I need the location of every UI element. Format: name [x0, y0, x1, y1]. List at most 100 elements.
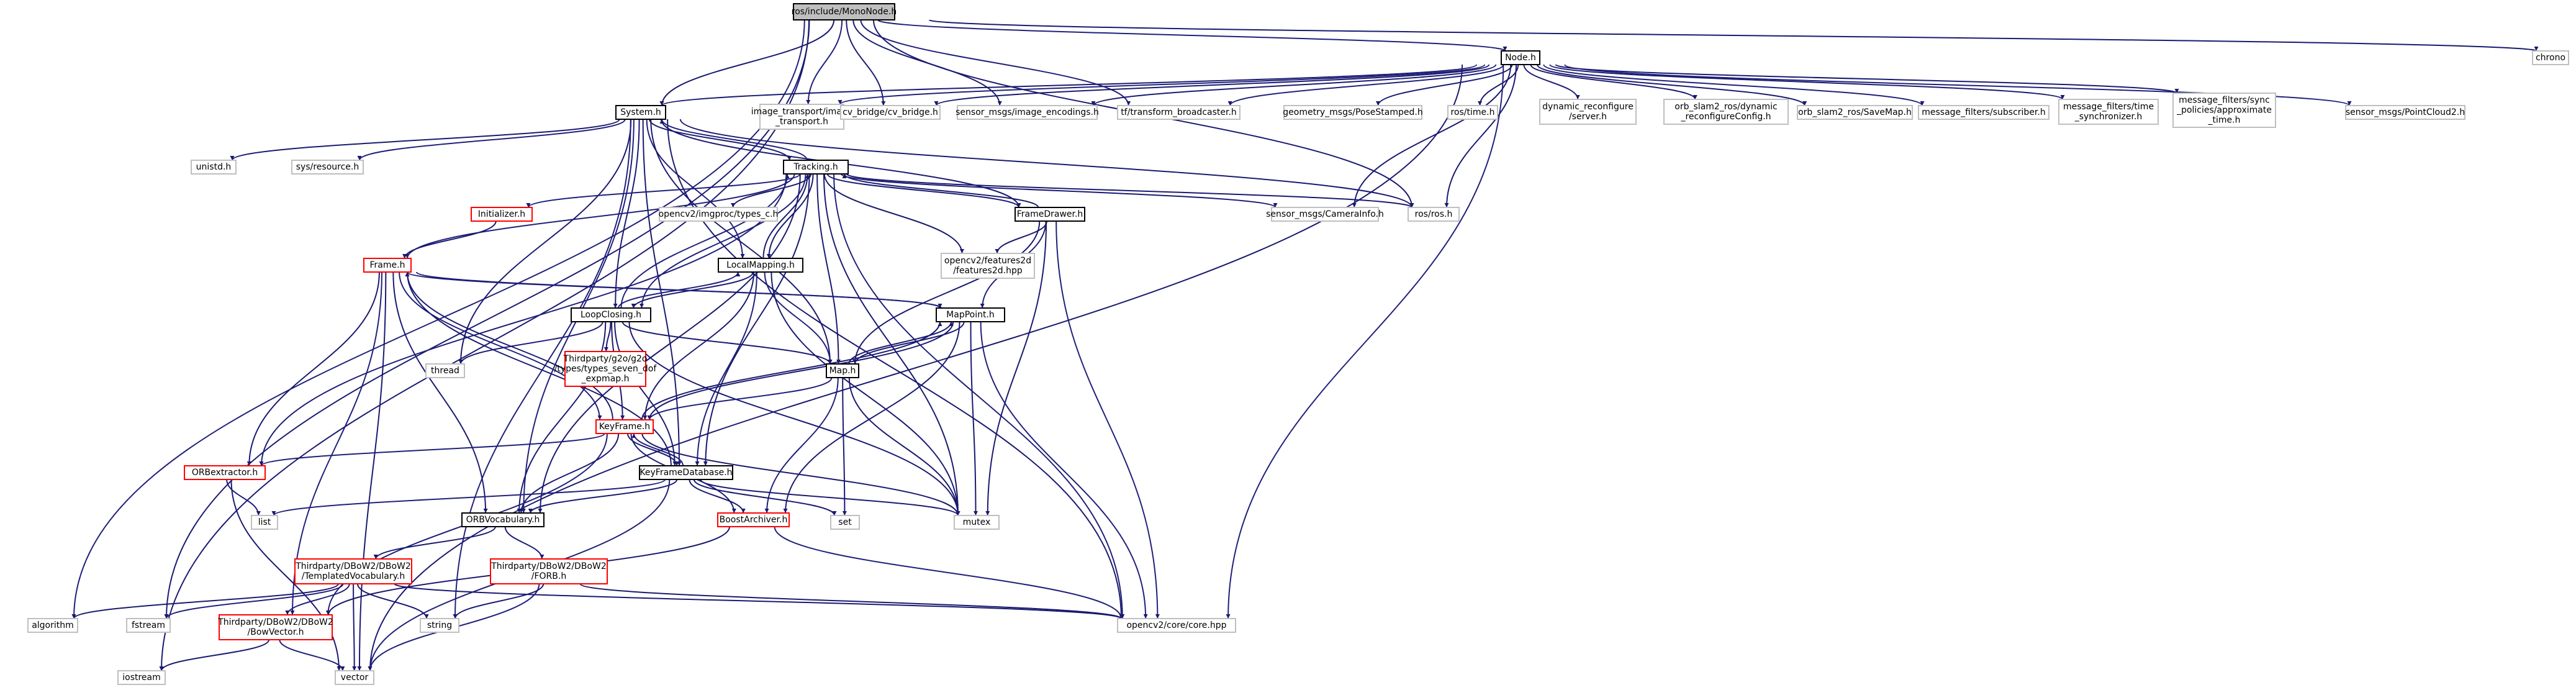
node-tf_bc[interactable]: tf/transform_broadcaster.h — [1117, 105, 1241, 120]
edges-layer — [71, 19, 2538, 671]
node-dynrec[interactable]: dynamic_reconfigure/server.h — [1539, 99, 1637, 125]
node-set[interactable]: set — [830, 515, 860, 530]
node-label: KeyFrame.h — [599, 422, 650, 432]
node-initializer[interactable]: Initializer.h — [471, 207, 533, 222]
node-fstream[interactable]: fstream — [126, 618, 171, 633]
edge-tracking-to-opencvcore — [833, 173, 1125, 619]
node-frame[interactable]: Frame.h — [363, 258, 412, 273]
node-label: sensor_msgs/CameraInfo.h — [1266, 209, 1384, 219]
node-orbvocab[interactable]: ORBVocabulary.h — [461, 512, 545, 527]
node-chrono[interactable]: chrono — [2532, 50, 2569, 65]
node-pc2[interactable]: sensor_msgs/PointCloud2.h — [2345, 105, 2465, 120]
edge-node-to-cv_bridge — [934, 64, 1490, 106]
node-features2d[interactable]: opencv2/features2d/features2d.hpp — [941, 253, 1035, 279]
edge-templvocab-to-algorithm — [71, 583, 339, 619]
node-boostarch[interactable]: BoostArchiver.h — [717, 512, 790, 527]
edge-frame-to-keyframe — [399, 271, 602, 420]
node-mono[interactable]: ros/include/MonoNode.h — [792, 3, 897, 20]
node-mapprox[interactable]: message_filters/sync_policies/approximat… — [2172, 93, 2276, 128]
node-orbextractor[interactable]: ORBextractor.h — [184, 465, 266, 480]
node-cv_bridge[interactable]: cv_bridge/cv_bridge.h — [840, 105, 941, 120]
node-label: FrameDrawer.h — [1017, 209, 1083, 219]
node-loopclosing[interactable]: LoopClosing.h — [571, 307, 651, 322]
edge-orbextractor-to-vector — [230, 479, 341, 671]
node-box — [639, 465, 733, 480]
node-box — [830, 515, 860, 530]
node-box — [425, 363, 465, 378]
node-map[interactable]: Map.h — [826, 363, 859, 378]
edge-templvocab-to-fstream — [164, 583, 344, 619]
node-label: System.h — [620, 107, 661, 117]
node-iostream[interactable]: iostream — [117, 670, 166, 685]
edge-loopclosing-to-tracking — [620, 173, 790, 309]
node-list[interactable]: list — [251, 515, 278, 530]
edge-framedrawer-to-map — [852, 220, 1041, 365]
edge-node-to-pc2 — [1564, 64, 2352, 106]
node-label: dynamic_reconfigure — [1542, 102, 1634, 112]
node-string[interactable]: string — [420, 618, 459, 633]
node-label: Frame.h — [370, 260, 405, 270]
node-system[interactable]: System.h — [615, 105, 666, 120]
edge-mono-to-system — [659, 19, 835, 106]
node-box — [1117, 105, 1241, 120]
edge-kfdb-to-mutex — [700, 479, 960, 516]
node-kfdb[interactable]: KeyFrameDatabase.h — [639, 465, 733, 480]
edge-node-to-pose — [1376, 64, 1513, 106]
node-imgproc[interactable]: opencv2/imgproc/types_c.h — [659, 207, 779, 222]
node-pose[interactable]: geometry_msgs/PoseStamped.h — [1283, 105, 1423, 120]
node-framedrawer[interactable]: FrameDrawer.h — [1015, 207, 1085, 222]
edge-node-to-msub — [1543, 64, 1925, 106]
edge-kfdb-to-keyframe — [631, 433, 684, 466]
edge-node-to-rostime — [1478, 64, 1519, 106]
node-label: ros/ros.h — [1415, 209, 1453, 219]
edge-forb-to-opencvcore — [579, 583, 1124, 619]
edge-tracking-to-localmapping — [766, 173, 814, 259]
node-label: geometry_msgs/PoseStamped.h — [1283, 107, 1422, 117]
node-unistd[interactable]: unistd.h — [191, 160, 237, 175]
node-tracking[interactable]: Tracking.h — [783, 160, 849, 175]
node-msub[interactable]: message_filters/subscriber.h — [1918, 105, 2050, 120]
node-img_enc[interactable]: sensor_msgs/image_encodings.h — [956, 105, 1099, 120]
node-box — [117, 670, 166, 685]
node-opencvcore[interactable]: opencv2/core/core.hpp — [1117, 618, 1236, 633]
node-rosros[interactable]: ros/ros.h — [1408, 207, 1460, 222]
node-label: thread — [431, 366, 459, 376]
edge-frame-to-vector — [357, 271, 387, 671]
edge-frame-to-bowvector — [290, 271, 382, 615]
edge-mono-to-chrono — [928, 19, 2538, 52]
node-label: message_filters/time — [2063, 102, 2154, 112]
node-algorithm[interactable]: algorithm — [27, 618, 78, 633]
node-label: ros/include/MonoNode.h — [792, 7, 897, 17]
node-sevendof[interactable]: Thirdparty/g2o/g2o/types/types_seven_dof… — [554, 351, 658, 387]
node-mappoint[interactable]: MapPoint.h — [936, 307, 1005, 322]
node-thread[interactable]: thread — [425, 363, 465, 378]
edge-tracking-to-initializer — [526, 173, 801, 208]
node-forb[interactable]: Thirdparty/DBoW2/DBoW2/FORB.h — [490, 558, 608, 584]
node-sysres[interactable]: sys/resource.h — [291, 160, 364, 175]
edge-orbvocab-to-templvocab — [373, 526, 496, 560]
node-mutex[interactable]: mutex — [954, 515, 1000, 530]
node-localmapping[interactable]: LocalMapping.h — [718, 258, 803, 273]
node-caminfo[interactable]: sensor_msgs/CameraInfo.h — [1266, 207, 1384, 222]
node-savemap[interactable]: orb_slam2_ros/SaveMap.h — [1797, 105, 1913, 120]
edge-node-to-caminfo — [1352, 64, 1512, 208]
node-templvocab[interactable]: Thirdparty/DBoW2/DBoW2/TemplatedVocabula… — [294, 558, 412, 584]
node-label: orb_slam2_ros/SaveMap.h — [1798, 107, 1912, 117]
edge-node-to-vector — [368, 64, 1463, 671]
node-box — [2058, 99, 2159, 125]
node-bowvector[interactable]: Thirdparty/DBoW2/DBoW2/BowVector.h — [217, 614, 333, 640]
node-node[interactable]: Node.h — [1501, 50, 1540, 65]
node-label: mutex — [963, 517, 991, 527]
node-msync[interactable]: message_filters/time_synchronizer.h — [2058, 99, 2159, 125]
node-orbdyn[interactable]: orb_slam2_ros/dynamic_reconfigureConfig.… — [1663, 99, 1789, 125]
node-label: message_filters/subscriber.h — [1922, 107, 2045, 117]
node-image_transport[interactable]: image_transport/image_transport.h — [751, 104, 853, 130]
node-box — [420, 618, 459, 633]
node-keyframe[interactable]: KeyFrame.h — [595, 419, 654, 434]
edge-kfdb-to-boostarch — [689, 479, 746, 514]
node-box — [1015, 207, 1085, 222]
edge-localmapping-to-tracking — [762, 173, 810, 259]
node-rostime[interactable]: ros/time.h — [1447, 105, 1498, 120]
node-vector[interactable]: vector — [335, 670, 374, 685]
edge-templvocab-to-string — [356, 583, 429, 619]
